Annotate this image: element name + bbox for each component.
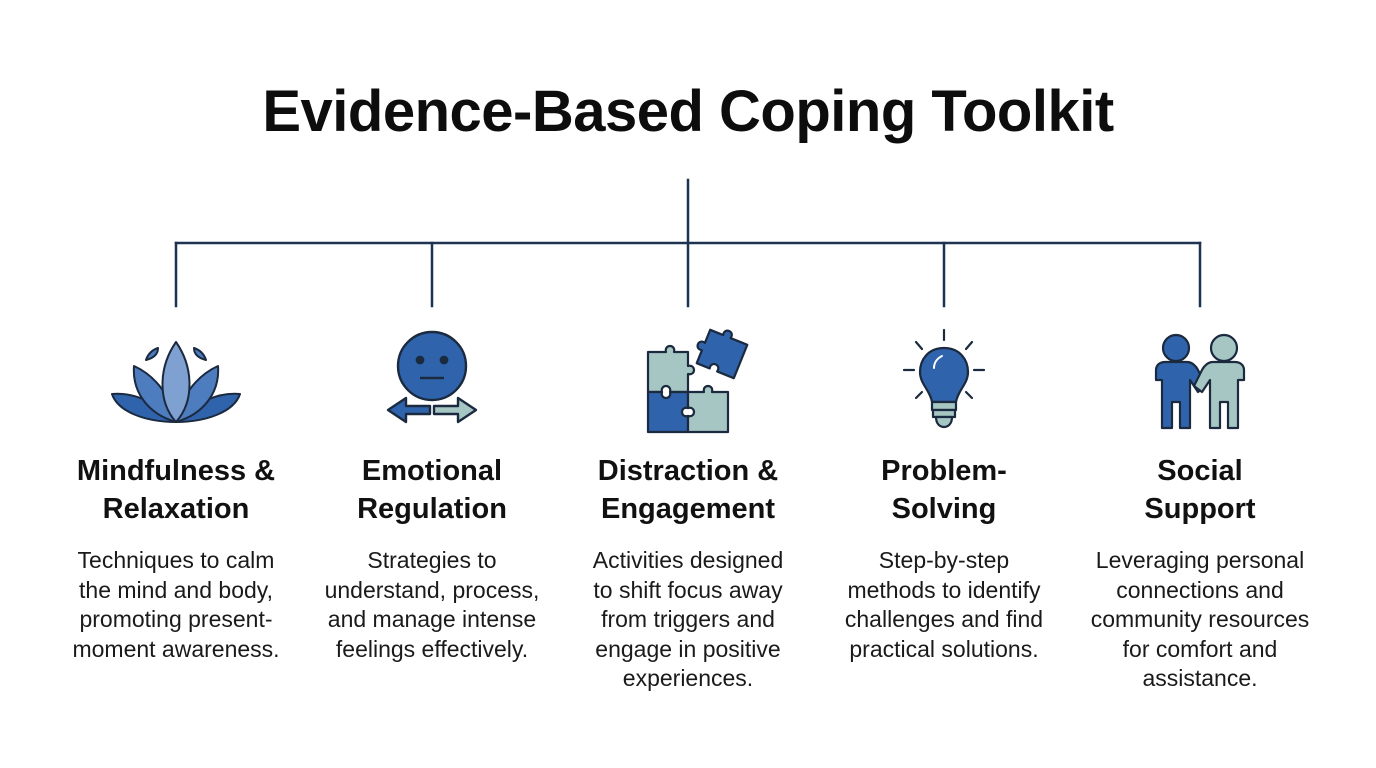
lotus-icon (56, 322, 296, 438)
category-description: Activities designed to shift focus away … (592, 547, 784, 691)
category-mindfulness: Mindfulness & Relaxation Techniques to c… (56, 322, 296, 664)
category-heading: Mindfulness & Relaxation (76, 455, 276, 525)
category-heading: Problem- Solving (881, 455, 1007, 525)
category-social-support: Social Support Leveraging personal conne… (1080, 322, 1320, 694)
page-title: Evidence-Based Coping Toolkit (262, 79, 1114, 144)
category-emotional-regulation: Emotional Regulation Strategies to under… (312, 322, 552, 664)
puzzle-icon (568, 322, 808, 438)
category-problem-solving: Problem- Solving Step-by-step methods to… (824, 322, 1064, 664)
connector-tree (174, 178, 1202, 308)
face-arrows-icon (312, 322, 552, 438)
category-heading: Social Support (1144, 455, 1256, 525)
category-heading: Distraction & Engagement (597, 455, 779, 525)
category-description: Step-by-step methods to identify challen… (844, 547, 1044, 662)
people-handshake-icon (1080, 322, 1320, 438)
category-distraction: Distraction & Engagement Activities desi… (568, 322, 808, 694)
category-description: Techniques to calm the mind and body, pr… (72, 547, 280, 662)
lightbulb-icon (824, 322, 1064, 438)
category-description: Leveraging personal connections and comm… (1090, 547, 1310, 691)
category-heading: Emotional Regulation (357, 455, 507, 525)
category-description: Strategies to understand, process, and m… (324, 547, 540, 662)
